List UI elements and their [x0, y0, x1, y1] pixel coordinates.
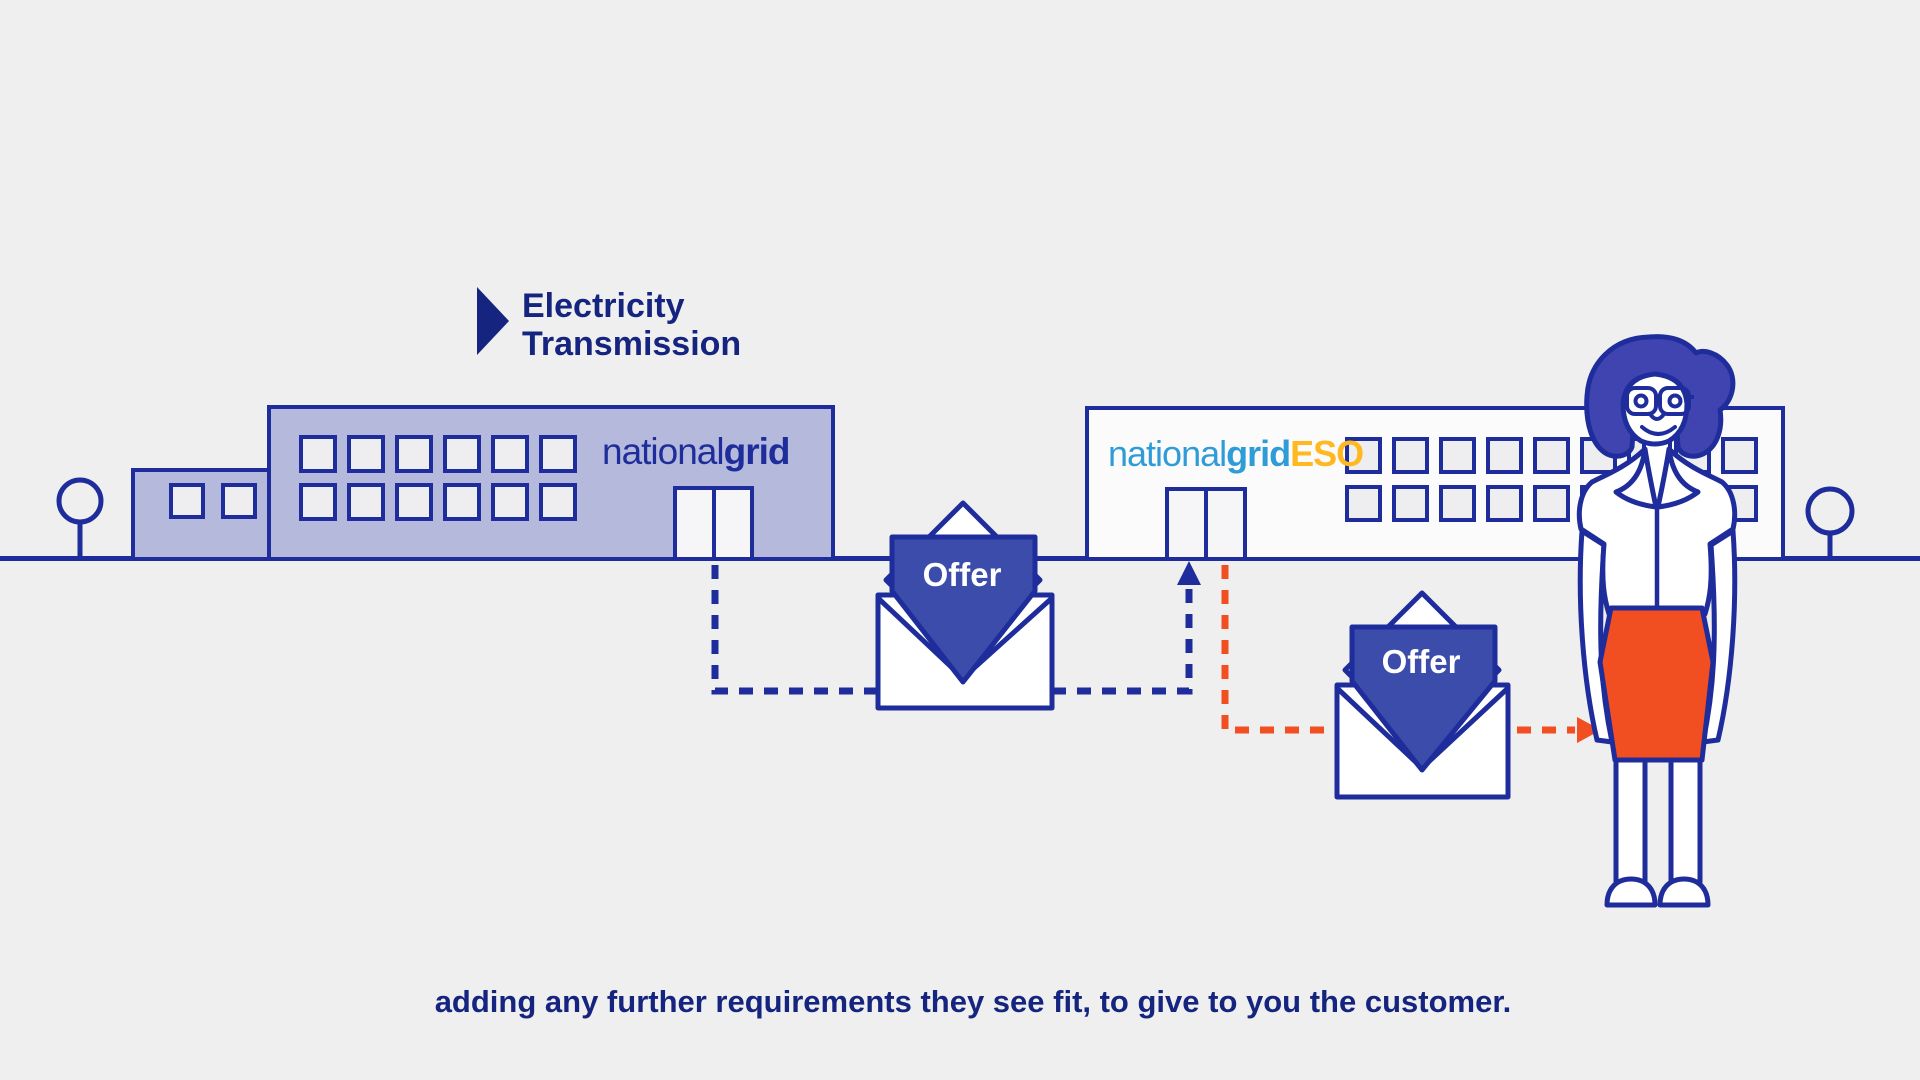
- window: [1486, 485, 1523, 522]
- offer-envelope-2: Offer: [1334, 590, 1511, 800]
- right-shoe: [1657, 876, 1711, 908]
- glasses-left-lens: [1625, 386, 1658, 416]
- national-grid-building: nationalgrid: [131, 405, 835, 561]
- offer-flow-arrow-orange: [1221, 565, 1601, 743]
- left-eye: [1633, 393, 1649, 409]
- window: [491, 435, 529, 473]
- window: [395, 483, 433, 521]
- program-label-line1: Electricity: [522, 287, 685, 325]
- caption-text: adding any further requirements they see…: [435, 984, 1512, 1019]
- window: [1345, 437, 1382, 474]
- arrowhead-right-icon: [1577, 717, 1601, 743]
- arrowhead-up-icon: [1177, 561, 1201, 585]
- window: [299, 435, 337, 473]
- window: [1533, 485, 1570, 522]
- window: [347, 483, 385, 521]
- offer-card: [889, 534, 1038, 685]
- offer-card: [1349, 624, 1498, 773]
- window: [443, 435, 481, 473]
- window: [539, 435, 577, 473]
- dashed-path: [1052, 586, 1193, 695]
- window: [347, 435, 385, 473]
- electricity-transmission-label: Electricity Transmission: [477, 287, 741, 363]
- tree-icon-right: [1805, 486, 1855, 559]
- window: [1533, 437, 1570, 474]
- window: [169, 483, 205, 519]
- national-grid-eso-logo: nationalgridESO: [1108, 433, 1363, 474]
- dashed-path: [711, 565, 877, 695]
- left-shoe: [1604, 876, 1658, 908]
- national-grid-logo: nationalgrid: [602, 431, 790, 472]
- dashed-path: [1221, 565, 1337, 734]
- left-leg: [1613, 757, 1648, 885]
- play-triangle-icon: [477, 287, 509, 355]
- window: [539, 483, 577, 521]
- window: [1439, 485, 1476, 522]
- collar-left: [1613, 446, 1659, 510]
- smile: [1640, 425, 1677, 436]
- tree-crown: [1805, 486, 1855, 536]
- nose: [1648, 412, 1666, 421]
- right-eye: [1667, 393, 1683, 409]
- window: [491, 483, 529, 521]
- customer-character: [1576, 334, 1738, 908]
- skirt: [1597, 605, 1716, 763]
- glasses-right-lens: [1658, 386, 1691, 416]
- window: [1392, 485, 1429, 522]
- offer-card-label: Offer: [923, 556, 1002, 593]
- window: [443, 483, 481, 521]
- window: [299, 483, 337, 521]
- program-label-line2: Transmission: [522, 325, 741, 363]
- window: [1439, 437, 1476, 474]
- window: [221, 483, 257, 519]
- collar-right: [1655, 446, 1701, 510]
- window: [1486, 437, 1523, 474]
- offer-flow-arrow-blue: [711, 561, 1201, 695]
- window: [395, 435, 433, 473]
- tree-icon-left: [56, 477, 104, 559]
- offer-card-label: Offer: [1382, 643, 1461, 680]
- glasses-icon: [1622, 386, 1694, 416]
- window: [1721, 437, 1758, 474]
- right-leg: [1668, 757, 1703, 885]
- tree-crown: [56, 477, 104, 525]
- window: [1345, 485, 1382, 522]
- offer-envelope-1: Offer: [875, 500, 1055, 711]
- window: [1392, 437, 1429, 474]
